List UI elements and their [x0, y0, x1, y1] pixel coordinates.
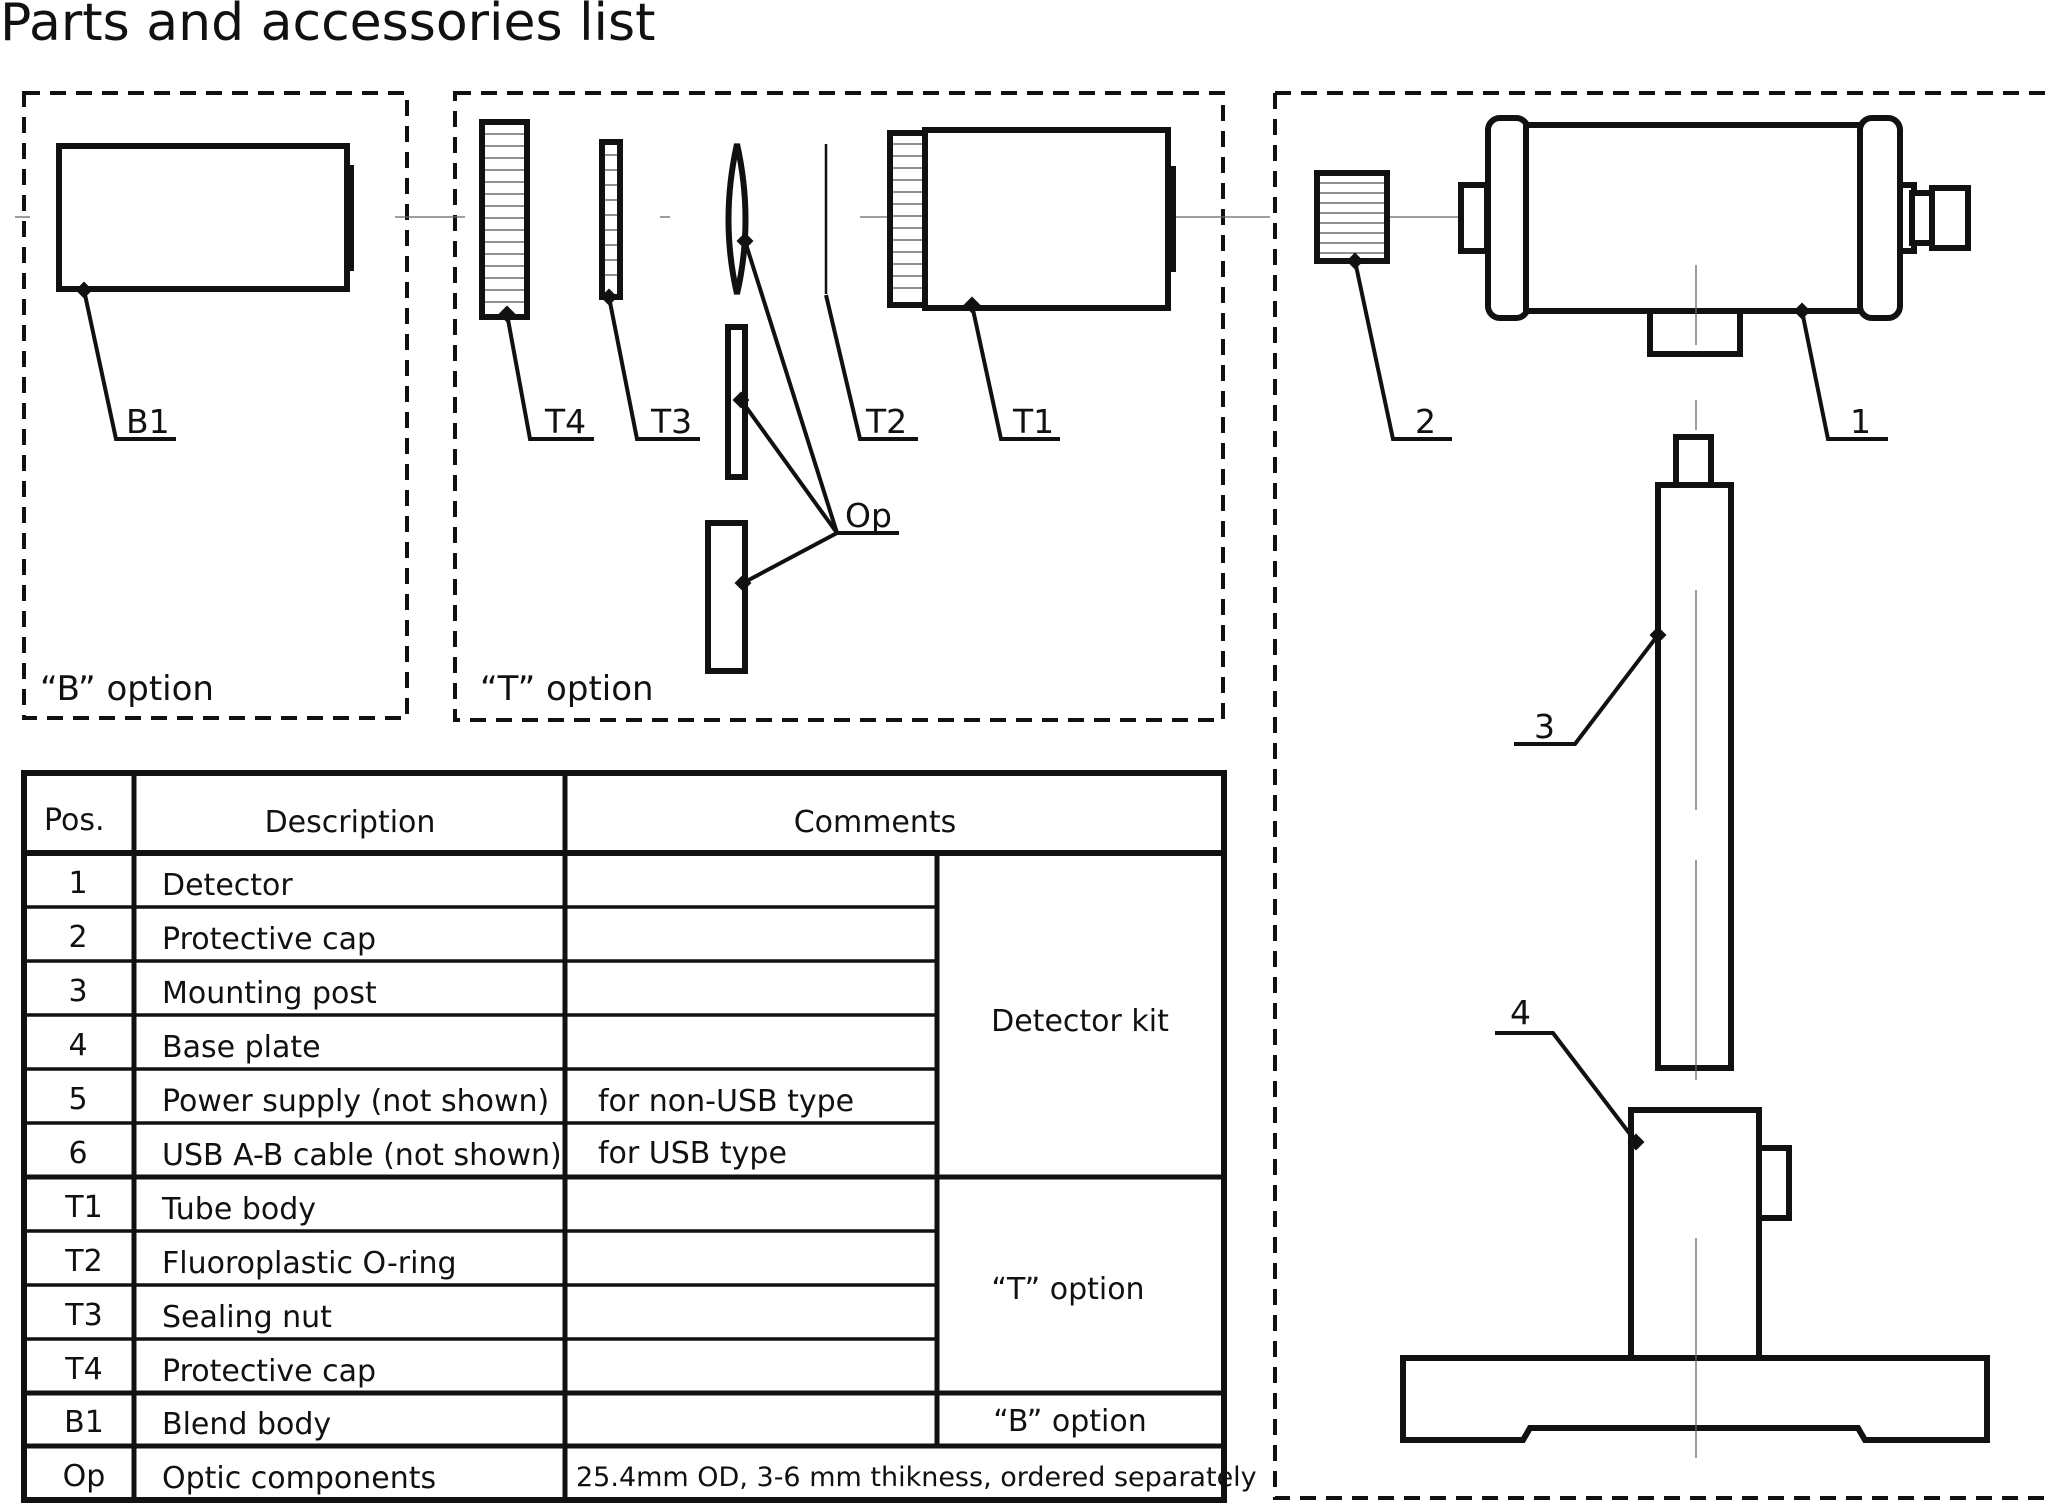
table-row: T4 Protective cap [64, 1352, 376, 1389]
table-cell-description: Fluoroplastic O-ring [162, 1246, 457, 1281]
table-row: 3 Mounting post [68, 974, 377, 1011]
table-cell-description: Tube body [161, 1192, 316, 1227]
table-row: 4 Base plate [68, 1028, 320, 1065]
callout-t1: T1 [1012, 402, 1054, 441]
page-title: Parts and accessories list [0, 0, 655, 53]
table-cell-description: Optic components [162, 1461, 436, 1496]
table-row: Op Optic components 25.4mm OD, 3-6 mm th… [63, 1459, 1257, 1496]
table-cell-pos: T2 [64, 1244, 102, 1279]
tube-body-t1 [887, 127, 1176, 311]
table-cell-description: Sealing nut [162, 1300, 332, 1335]
group-label-detector-kit: Detector kit [991, 1004, 1169, 1039]
callout-3: 3 [1534, 707, 1555, 746]
callout-b1: B1 [126, 402, 170, 441]
callout-t4: T4 [544, 402, 586, 441]
table-row: 5 Power supply (not shown) for non-USB t… [68, 1082, 854, 1119]
table-cell-pos: 6 [68, 1136, 87, 1171]
callout-1: 1 [1850, 402, 1871, 441]
optic-components-op [705, 143, 749, 674]
table-header-comments: Comments [794, 805, 957, 840]
protective-cap-2 [1314, 170, 1390, 264]
table-cell-pos: T4 [64, 1352, 102, 1387]
callout-4: 4 [1510, 993, 1531, 1032]
detector-kit-panel [1273, 91, 2046, 1500]
table-cell-pos: 4 [68, 1028, 87, 1063]
table-cell-description: USB A-B cable (not shown) [162, 1138, 562, 1173]
group-label-b-option: “B” option [993, 1404, 1147, 1439]
b-option-panel-label: “B” option [40, 669, 214, 709]
t-option-panel [453, 91, 1225, 722]
callout-t2: T2 [865, 402, 907, 441]
table-row: 2 Protective cap [68, 920, 376, 957]
table-cell-description: Base plate [162, 1030, 321, 1065]
table-cell-pos: Op [63, 1459, 106, 1494]
table-cell-comment: for non-USB type [598, 1084, 854, 1119]
callout-op: Op [845, 496, 892, 535]
table-header-pos: Pos. [44, 803, 105, 838]
table-cell-description: Mounting post [162, 976, 377, 1011]
table-row: T2 Fluoroplastic O-ring [64, 1244, 456, 1281]
table-cell-pos: T3 [64, 1298, 102, 1333]
table-cell-pos: 1 [68, 866, 87, 901]
table-cell-pos: T1 [64, 1190, 102, 1225]
table-row: 6 USB A-B cable (not shown) for USB type [68, 1136, 786, 1173]
table-cell-pos: B1 [64, 1405, 104, 1440]
t-option-panel-label: “T” option [480, 669, 654, 709]
table-header-description: Description [265, 805, 436, 840]
group-label-t-option: “T” option [991, 1272, 1144, 1307]
table-cell-comment: 25.4mm OD, 3-6 mm thikness, ordered sepa… [576, 1462, 1257, 1493]
mounting-post-3 [1655, 434, 1734, 1071]
table-row: 1 Detector [68, 866, 293, 903]
table-row: B1 Blend body [64, 1405, 331, 1442]
table-cell-comment: for USB type [598, 1136, 787, 1171]
table-row: T3 Sealing nut [64, 1298, 332, 1335]
base-plate-4 [1400, 1107, 1990, 1443]
table-cell-description: Detector [162, 868, 293, 903]
table-cell-description: Blend body [162, 1407, 331, 1442]
table-row: T1 Tube body [64, 1190, 316, 1227]
table-cell-description: Protective cap [162, 922, 376, 957]
table-cell-description: Protective cap [162, 1354, 376, 1389]
table-cell-pos: 2 [68, 920, 87, 955]
callout-t3: T3 [650, 402, 692, 441]
callout-2: 2 [1415, 402, 1436, 441]
b-option-panel [22, 91, 409, 720]
table-cell-pos: 3 [68, 974, 87, 1009]
protective-cap-t4 [479, 119, 530, 320]
detector-1 [1458, 115, 1971, 357]
table-cell-description: Power supply (not shown) [162, 1084, 549, 1119]
parts-table [21, 770, 1227, 1503]
leader-lines [75, 232, 1888, 1151]
blend-body-b1 [56, 143, 354, 292]
table-cell-pos: 5 [68, 1082, 87, 1117]
sealing-nut-t3 [599, 139, 623, 300]
